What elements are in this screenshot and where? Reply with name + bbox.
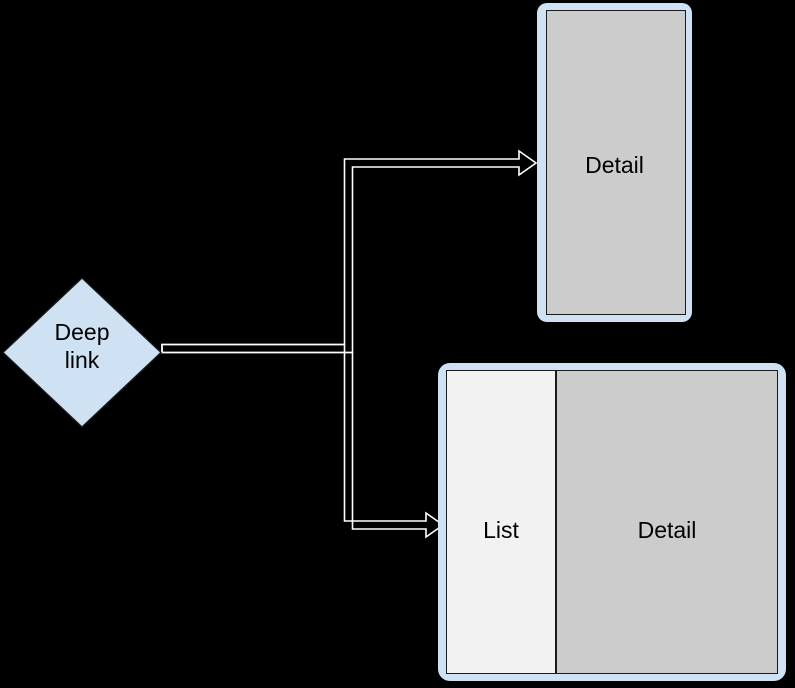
arrow-outline-top [161,149,538,354]
deep-link-diamond[interactable] [2,277,162,428]
detail-only-frame[interactable] [537,3,692,322]
diamond-shape [2,277,162,428]
edge-deep-link-to-list-detail [161,343,445,539]
detail-panel [546,10,686,315]
list-detail-frame[interactable] [438,363,786,681]
list-panel [446,370,556,674]
edge-deep-link-to-detail [161,149,538,354]
detail-panel-split [556,370,778,674]
arrow-outline-bottom [161,343,445,539]
